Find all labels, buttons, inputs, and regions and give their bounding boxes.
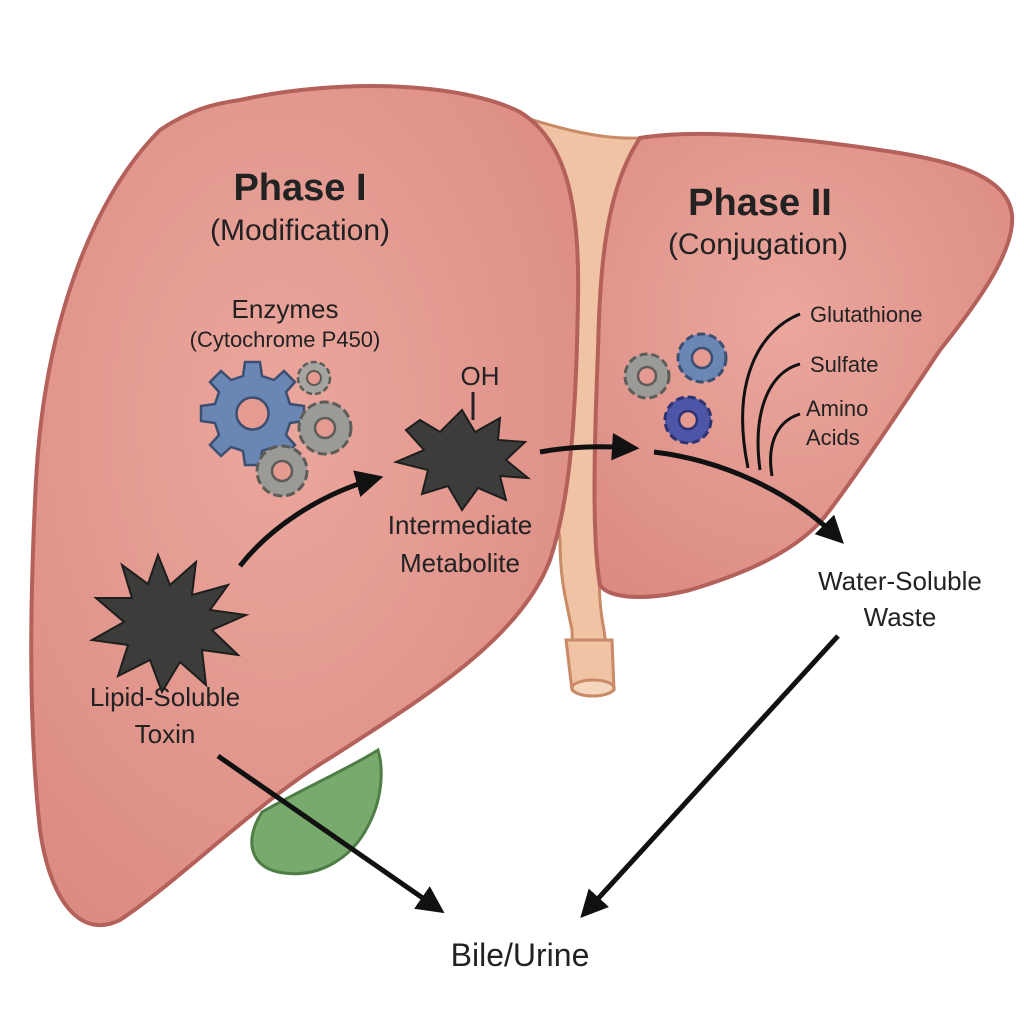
toxin-label-line2: Toxin (135, 719, 196, 749)
arrow-waste-to-urine (580, 634, 840, 919)
arrow-toxin-to-intermediate (238, 470, 384, 568)
enzymes-label: Enzymes (232, 294, 339, 324)
enzyme-gear-medium-icon (297, 400, 353, 456)
toxin-label-line1: Lipid-Soluble (90, 682, 240, 712)
intermediate-label-line2: Metabolite (400, 548, 520, 578)
phase1-title: Phase I (233, 167, 366, 209)
sulfate-curve (756, 362, 801, 471)
conjugation-gear-indigo-icon (663, 395, 713, 445)
enzyme-gear-lower-icon (255, 444, 309, 498)
arrow-intermediate-to-phase2 (539, 432, 640, 461)
waste-label-line1: Water-Soluble (818, 566, 982, 596)
arrow-toxin-to-bile (216, 753, 445, 914)
gallbladder-shape (250, 747, 383, 876)
intermediate-metabolite-icon (392, 408, 532, 512)
phase2-title: Phase II (688, 182, 832, 224)
phase2-subtitle: (Conjugation) (668, 228, 848, 261)
enzymes-detail: (Cytochrome P450) (190, 327, 381, 352)
conjugation-gear-gray-icon (623, 352, 671, 400)
bile-urine-label: Bile/Urine (451, 937, 590, 973)
intermediate-label-line1: Intermediate (388, 510, 533, 540)
liver-right-lobe (29, 84, 581, 928)
conjugation-gear-blue-icon (676, 332, 728, 384)
hepatic-duct-opening (570, 678, 616, 698)
conjugate-glutathione: Glutathione (810, 302, 923, 327)
amino-acids-curve (769, 412, 801, 477)
conjugate-sulfate: Sulfate (810, 352, 879, 377)
liver-left-lobe (592, 131, 1015, 599)
phase1-subtitle: (Modification) (210, 214, 390, 247)
conjugate-amino: Amino (806, 396, 868, 421)
hydroxyl-label: OH (461, 361, 500, 391)
arrow-phase2-to-waste (653, 449, 844, 544)
conjugate-acids: Acids (806, 425, 860, 450)
glutathione-curve (741, 312, 801, 469)
waste-label-line2: Waste (864, 602, 937, 632)
enzyme-gear-small-top-icon (296, 360, 332, 396)
lipid-soluble-toxin-icon (88, 552, 250, 695)
